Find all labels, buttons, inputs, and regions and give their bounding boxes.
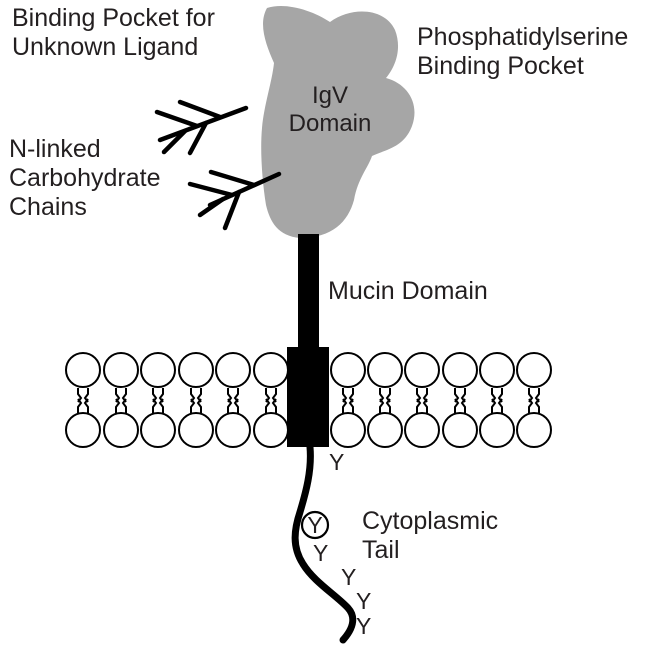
cytoplasmic-tail-label: Cytoplasmic Tail bbox=[362, 507, 499, 564]
n-linked-chains-label: N-linked Carbohydrate Chains bbox=[9, 135, 161, 221]
lipid-head bbox=[140, 412, 176, 448]
lipid-tail bbox=[121, 388, 127, 413]
phospholipid bbox=[479, 352, 515, 448]
lipid-head bbox=[442, 352, 478, 388]
lipid-head bbox=[178, 352, 214, 388]
carbohydrate-chain-2 bbox=[187, 169, 282, 231]
lipid-head bbox=[479, 352, 515, 388]
lipid-head bbox=[330, 412, 366, 448]
phospholipid bbox=[140, 352, 176, 448]
phospholipid bbox=[65, 352, 101, 448]
tyrosine-mark: Y bbox=[313, 540, 328, 566]
lipid-head bbox=[442, 412, 478, 448]
phospholipid bbox=[215, 352, 251, 448]
lipid-head bbox=[215, 352, 251, 388]
lipid-tail bbox=[454, 388, 460, 413]
lipid-head bbox=[479, 412, 515, 448]
tyrosine-mark: Y bbox=[307, 512, 322, 538]
phospholipid bbox=[253, 352, 289, 448]
lipid-tail bbox=[227, 388, 233, 413]
igv-domain-shape bbox=[261, 5, 415, 238]
lipid-tail bbox=[497, 388, 503, 413]
transmembrane-domain bbox=[287, 347, 329, 447]
lipid-head bbox=[367, 352, 403, 388]
lipid-head bbox=[253, 412, 289, 448]
lipid-tail bbox=[271, 388, 277, 413]
lipid-head bbox=[330, 352, 366, 388]
phospholipid bbox=[367, 352, 403, 448]
lipid-tail bbox=[115, 388, 121, 413]
lipid-tail bbox=[152, 388, 158, 413]
lipid-tail bbox=[348, 388, 354, 413]
lipid-head bbox=[404, 352, 440, 388]
lipid-tail bbox=[265, 388, 271, 413]
lipid-tail bbox=[379, 388, 385, 413]
lipid-tail bbox=[528, 388, 534, 413]
lipid-tail bbox=[534, 388, 540, 413]
mucin-stalk bbox=[298, 234, 319, 356]
mucin-domain-label: Mucin Domain bbox=[328, 277, 488, 305]
lipid-head bbox=[215, 412, 251, 448]
lipid-tail bbox=[83, 388, 89, 413]
lipid-head bbox=[65, 412, 101, 448]
lipid-tail bbox=[190, 388, 196, 413]
lipid-head bbox=[253, 352, 289, 388]
phospholipid bbox=[404, 352, 440, 448]
phospholipid bbox=[330, 352, 366, 448]
cytoplasmic-tail-line bbox=[291, 443, 357, 644]
lipid-tail bbox=[491, 388, 497, 413]
lipid-head bbox=[103, 352, 139, 388]
lipid-tail bbox=[460, 388, 466, 413]
lipid-tail bbox=[158, 388, 164, 413]
lipid-head bbox=[65, 352, 101, 388]
unknown-ligand-pocket-label: Binding Pocket for Unknown Ligand bbox=[12, 4, 215, 61]
lipid-tail bbox=[233, 388, 239, 413]
tyrosine-mark: Y bbox=[329, 449, 344, 475]
lipid-head bbox=[140, 352, 176, 388]
lipid-head bbox=[103, 412, 139, 448]
lipid-bilayer bbox=[65, 352, 552, 448]
lipid-tail bbox=[422, 388, 428, 413]
phospholipid bbox=[516, 352, 552, 448]
lipid-tail bbox=[342, 388, 348, 413]
lipid-tail bbox=[196, 388, 202, 413]
tyrosine-mark: Y bbox=[356, 613, 371, 639]
lipid-tail bbox=[416, 388, 422, 413]
lipid-tail bbox=[77, 388, 83, 413]
phosphatidylserine-pocket-label: Phosphatidylserine Binding Pocket bbox=[417, 23, 629, 80]
lipid-head bbox=[516, 352, 552, 388]
tyrosine-mark: Y bbox=[341, 564, 356, 590]
tyrosine-mark: Y bbox=[356, 588, 371, 614]
carbohydrate-chain-1 bbox=[154, 99, 249, 156]
phospholipid bbox=[442, 352, 478, 448]
lipid-tail bbox=[385, 388, 391, 413]
lipid-head bbox=[404, 412, 440, 448]
igv-domain-label: IgV Domain bbox=[288, 82, 372, 137]
lipid-head bbox=[516, 412, 552, 448]
phospholipid bbox=[178, 352, 214, 448]
phospholipid bbox=[103, 352, 139, 448]
lipid-head bbox=[178, 412, 214, 448]
tyrosine-circle bbox=[300, 510, 330, 540]
lipid-head bbox=[367, 412, 403, 448]
